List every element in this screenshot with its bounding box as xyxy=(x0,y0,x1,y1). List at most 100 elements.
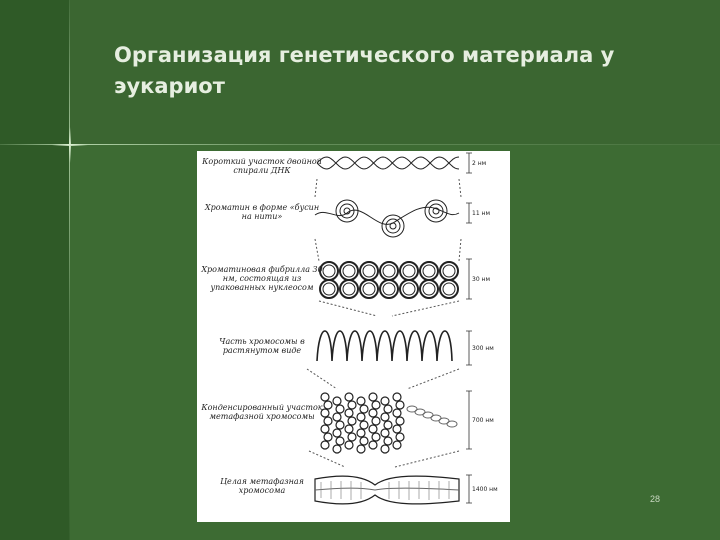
stage-label-fiber: Хроматиновая фибрилла 30 нм, состоящая и… xyxy=(201,265,323,292)
left-band xyxy=(0,0,70,540)
chromatin-coil xyxy=(371,416,381,426)
slide-title: Организация генетического материала у эу… xyxy=(114,43,615,98)
scale-bars xyxy=(466,152,472,504)
chromatin-coil xyxy=(344,440,354,450)
chromatin-coil xyxy=(320,440,330,450)
chromatin-coil xyxy=(406,405,418,413)
chromatin-coil xyxy=(320,408,330,418)
condensed-section xyxy=(320,392,458,454)
chromatin-coil xyxy=(323,432,333,442)
chromatin-diagram xyxy=(306,152,472,505)
chromatin-coil xyxy=(383,436,393,446)
nucleosome xyxy=(322,264,336,278)
nucleosome xyxy=(422,282,436,296)
chromatin-coil xyxy=(383,404,393,414)
chromatin-coil xyxy=(380,412,390,422)
stage-label-dna: Короткий участок двойной спирали ДНК xyxy=(202,157,322,175)
nucleosome xyxy=(442,282,456,296)
stage-label-condensed: Конденсированный участок метафазной хром… xyxy=(201,403,323,421)
chromatin-coil xyxy=(392,440,402,450)
nucleosome xyxy=(402,282,416,296)
chromatin-coil xyxy=(356,428,366,438)
chromatin-coil xyxy=(446,420,458,428)
chromatin-coil xyxy=(392,408,402,418)
stage-label-beads: Хроматин в форме «бусин на нити» xyxy=(204,203,320,221)
nucleosome xyxy=(319,279,339,299)
scale-label: 1400 нм xyxy=(472,486,498,493)
chromatin-coil xyxy=(344,424,354,434)
nucleosome xyxy=(342,282,356,296)
chromatin-coil xyxy=(438,417,450,425)
chromatin-coil xyxy=(332,444,342,454)
vertical-divider xyxy=(69,0,70,540)
chromatin-coil xyxy=(371,432,381,442)
chromatin-coil xyxy=(320,424,330,434)
chromatin-coil xyxy=(356,396,366,406)
chromatin-coil xyxy=(368,440,378,450)
chromatin-coil xyxy=(392,392,402,402)
chromatin-coil xyxy=(359,404,369,414)
page-number: 28 xyxy=(650,494,661,504)
chromatin-coil xyxy=(383,420,393,430)
nucleosome xyxy=(442,264,456,278)
chromatin-coil xyxy=(368,408,378,418)
chromatin-coil xyxy=(335,420,345,430)
chromatin-coil xyxy=(380,428,390,438)
chromatin-coil xyxy=(380,396,390,406)
chromatin-coil xyxy=(323,416,333,426)
chromatin-coil xyxy=(332,396,342,406)
chromatin-coil xyxy=(347,416,357,426)
nucleosome xyxy=(382,264,396,278)
chromatin-coil xyxy=(344,408,354,418)
scale-label: 300 нм xyxy=(472,345,494,352)
horizontal-divider xyxy=(0,144,720,145)
chromatin-coil xyxy=(347,432,357,442)
scale-label: 2 нм xyxy=(472,160,487,167)
chromatin-coil xyxy=(395,432,405,442)
chromatin-coil xyxy=(332,428,342,438)
chromatin-coil xyxy=(368,392,378,402)
scale-label: 11 нм xyxy=(472,210,490,217)
scale-label: 700 нм xyxy=(472,417,494,424)
stage-label-metaphase: Целая метафазная хромосома xyxy=(220,477,304,495)
stage-label-extended: Часть хромосомы в растянутом виде xyxy=(219,337,305,355)
nucleosome xyxy=(379,279,399,299)
nucleosome xyxy=(382,282,396,296)
nucleosome xyxy=(359,279,379,299)
chromatin-coil xyxy=(359,436,369,446)
chromatin-coil xyxy=(335,436,345,446)
chromatin-coil xyxy=(371,400,381,410)
chromatin-coil xyxy=(392,424,402,434)
dna-helix xyxy=(316,156,460,170)
metaphase-chromosome xyxy=(314,475,460,505)
chromatin-coil xyxy=(368,424,378,434)
nucleosome xyxy=(419,279,439,299)
chromatin-coil xyxy=(430,414,442,422)
nucleosome xyxy=(399,279,419,299)
chromatin-coil xyxy=(335,404,345,414)
scale-label: 30 нм xyxy=(472,276,490,283)
nucleosome xyxy=(322,282,336,296)
header-band xyxy=(70,0,720,145)
nucleosome xyxy=(422,264,436,278)
chromatin-coil xyxy=(395,400,405,410)
nucleosome xyxy=(362,282,376,296)
beads-on-string xyxy=(314,199,460,238)
chromatin-coil xyxy=(414,408,426,416)
chromatin-coil xyxy=(332,412,342,422)
nucleosome xyxy=(439,279,459,299)
nucleosome xyxy=(362,264,376,278)
chromatin-coil xyxy=(347,400,357,410)
chromatin-coil xyxy=(395,416,405,426)
sparkle-icon xyxy=(52,127,88,163)
chromatin-coil xyxy=(356,412,366,422)
nucleosome xyxy=(342,264,356,278)
chromatin-fiber xyxy=(319,261,459,299)
nucleosome xyxy=(402,264,416,278)
chromatin-loops xyxy=(316,330,453,362)
chromatin-coil xyxy=(344,392,354,402)
chromatin-coil xyxy=(422,411,434,419)
chromatin-figure: Короткий участок двойной спирали ДНК Хро… xyxy=(197,151,510,522)
chromatin-coil xyxy=(380,444,390,454)
chromatin-coil xyxy=(356,444,366,454)
